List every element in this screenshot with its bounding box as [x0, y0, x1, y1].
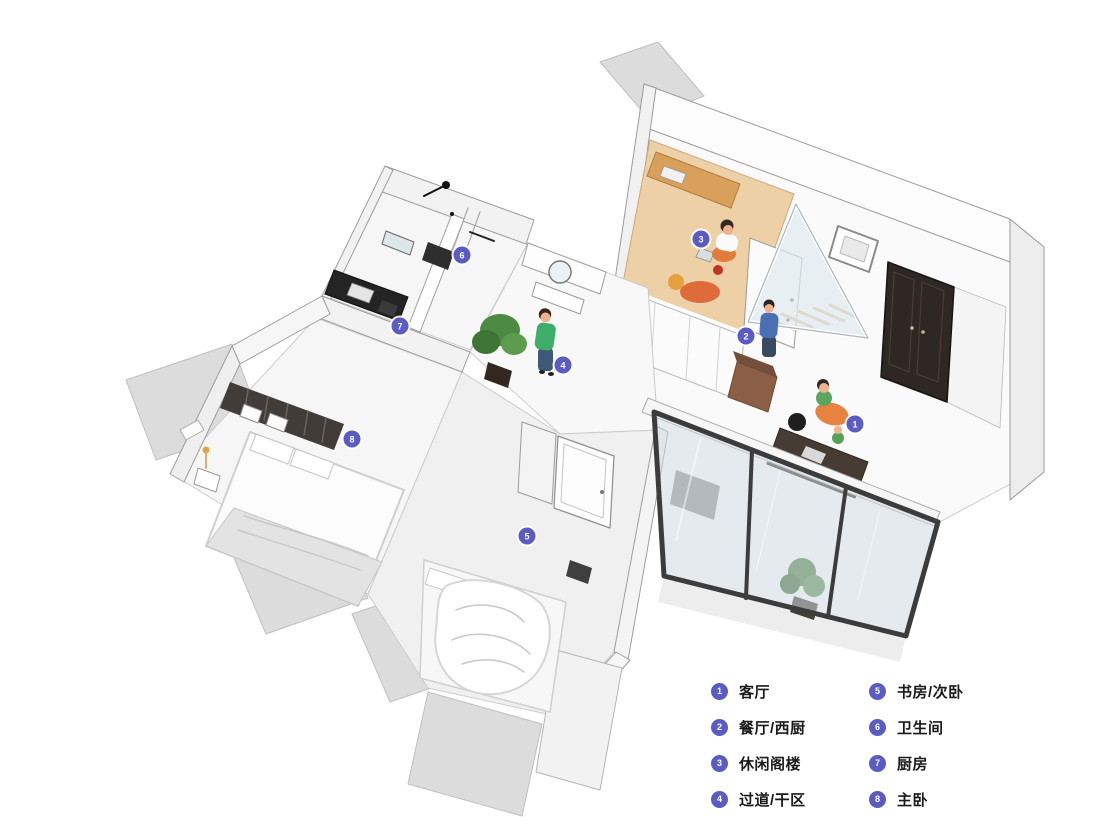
small-frame [239, 403, 263, 424]
person-loft [695, 219, 739, 263]
legend-item-hallway: 4 过道/干区 [711, 789, 831, 809]
nightstand [193, 467, 221, 493]
hallway-details [472, 260, 615, 529]
pillow [289, 448, 335, 480]
legend-column-2: 5 书房/次卧 6 卫生间 7 厨房 8 主卧 [869, 681, 989, 809]
plan-marker-study: 5 [518, 527, 536, 545]
person-standing-blue [759, 299, 779, 357]
right-wall [1009, 218, 1045, 501]
plan-marker-living-room: 1 [846, 415, 864, 433]
person-standing-green [534, 308, 556, 376]
legend-item-dining-kitchen: 2 餐厅/西厨 [711, 717, 831, 737]
potted-plant [472, 314, 527, 388]
balcony [641, 397, 941, 662]
master-bedroom [179, 382, 405, 607]
crumpled-duvet [434, 579, 551, 696]
loft-cushion [680, 281, 720, 303]
legend-item-master-bedroom: 8 主卧 [869, 789, 989, 809]
console-cabinet [531, 281, 585, 315]
kitchen-fixtures [324, 230, 415, 322]
legend-item-bathroom: 6 卫生间 [869, 717, 989, 737]
mirror [381, 230, 415, 256]
legend-dot-8: 8 [869, 790, 886, 808]
staircase [743, 202, 870, 349]
small-frame [265, 412, 289, 433]
wall-lamp [423, 185, 445, 197]
legend-dot-3: 3 [711, 754, 728, 772]
plan-marker-loft: 3 [692, 230, 710, 248]
legend-dot-7: 7 [869, 754, 886, 772]
legend-dot-4: 4 [711, 790, 728, 808]
legend-label-master-bedroom: 主卧 [897, 791, 929, 809]
office-chair [788, 413, 806, 431]
left-wing [169, 165, 669, 791]
plan-marker-hallway: 4 [554, 356, 572, 374]
legend-dot-2: 2 [711, 718, 728, 736]
loft-counter [646, 151, 741, 209]
balcony-glass [651, 409, 941, 639]
plan-marker-kitchen: 7 [391, 317, 409, 335]
kitchen-sink [346, 282, 375, 304]
blanket [205, 507, 383, 607]
washer [422, 242, 454, 270]
window [179, 419, 205, 441]
headboard-wall [220, 382, 344, 450]
legend-dot-1: 1 [711, 682, 728, 700]
pillow [249, 433, 295, 465]
wall-picture-frame [828, 225, 879, 273]
plan-marker-master-bedroom: 8 [343, 430, 361, 448]
person-child-green [832, 426, 844, 444]
legend-dot-5: 5 [869, 682, 886, 700]
left-wing-walls [169, 165, 669, 791]
lounge-chair [727, 361, 778, 413]
legend-label-hallway: 过道/干区 [739, 791, 806, 809]
legend-dot-6: 6 [869, 718, 886, 736]
legend-item-living-room: 1 客厅 [711, 681, 831, 701]
plan-marker-bathroom: 6 [453, 246, 471, 264]
legend-label-study: 书房/次卧 [897, 683, 964, 701]
legend-label-dining-kitchen: 餐厅/西厨 [739, 719, 806, 737]
legend-label-bathroom: 卫生间 [897, 719, 944, 737]
bedside-shelf [566, 560, 592, 584]
person-sitting-orange [815, 379, 849, 426]
study-room [419, 559, 592, 713]
legend-label-loft: 休闲阁楼 [739, 755, 802, 773]
bathroom-fixtures [422, 181, 495, 270]
legend-column-1: 1 客厅 2 餐厅/西厨 3 休闲阁楼 4 过道/干区 [711, 681, 831, 809]
plan-marker-dining-kitchen: 2 [737, 327, 755, 345]
dark-wardrobe [880, 261, 955, 403]
legend-item-kitchen: 7 厨房 [869, 753, 989, 773]
round-mirror [548, 260, 572, 284]
legend-item-study: 5 书房/次卧 [869, 681, 989, 701]
legend-item-loft: 3 休闲阁楼 [711, 753, 831, 773]
room-legend: 1 客厅 2 餐厅/西厨 3 休闲阁楼 4 过道/干区 5 书房/次卧 6 [711, 681, 989, 809]
legend-label-kitchen: 厨房 [897, 755, 929, 773]
legend-label-living-room: 客厅 [739, 683, 771, 701]
